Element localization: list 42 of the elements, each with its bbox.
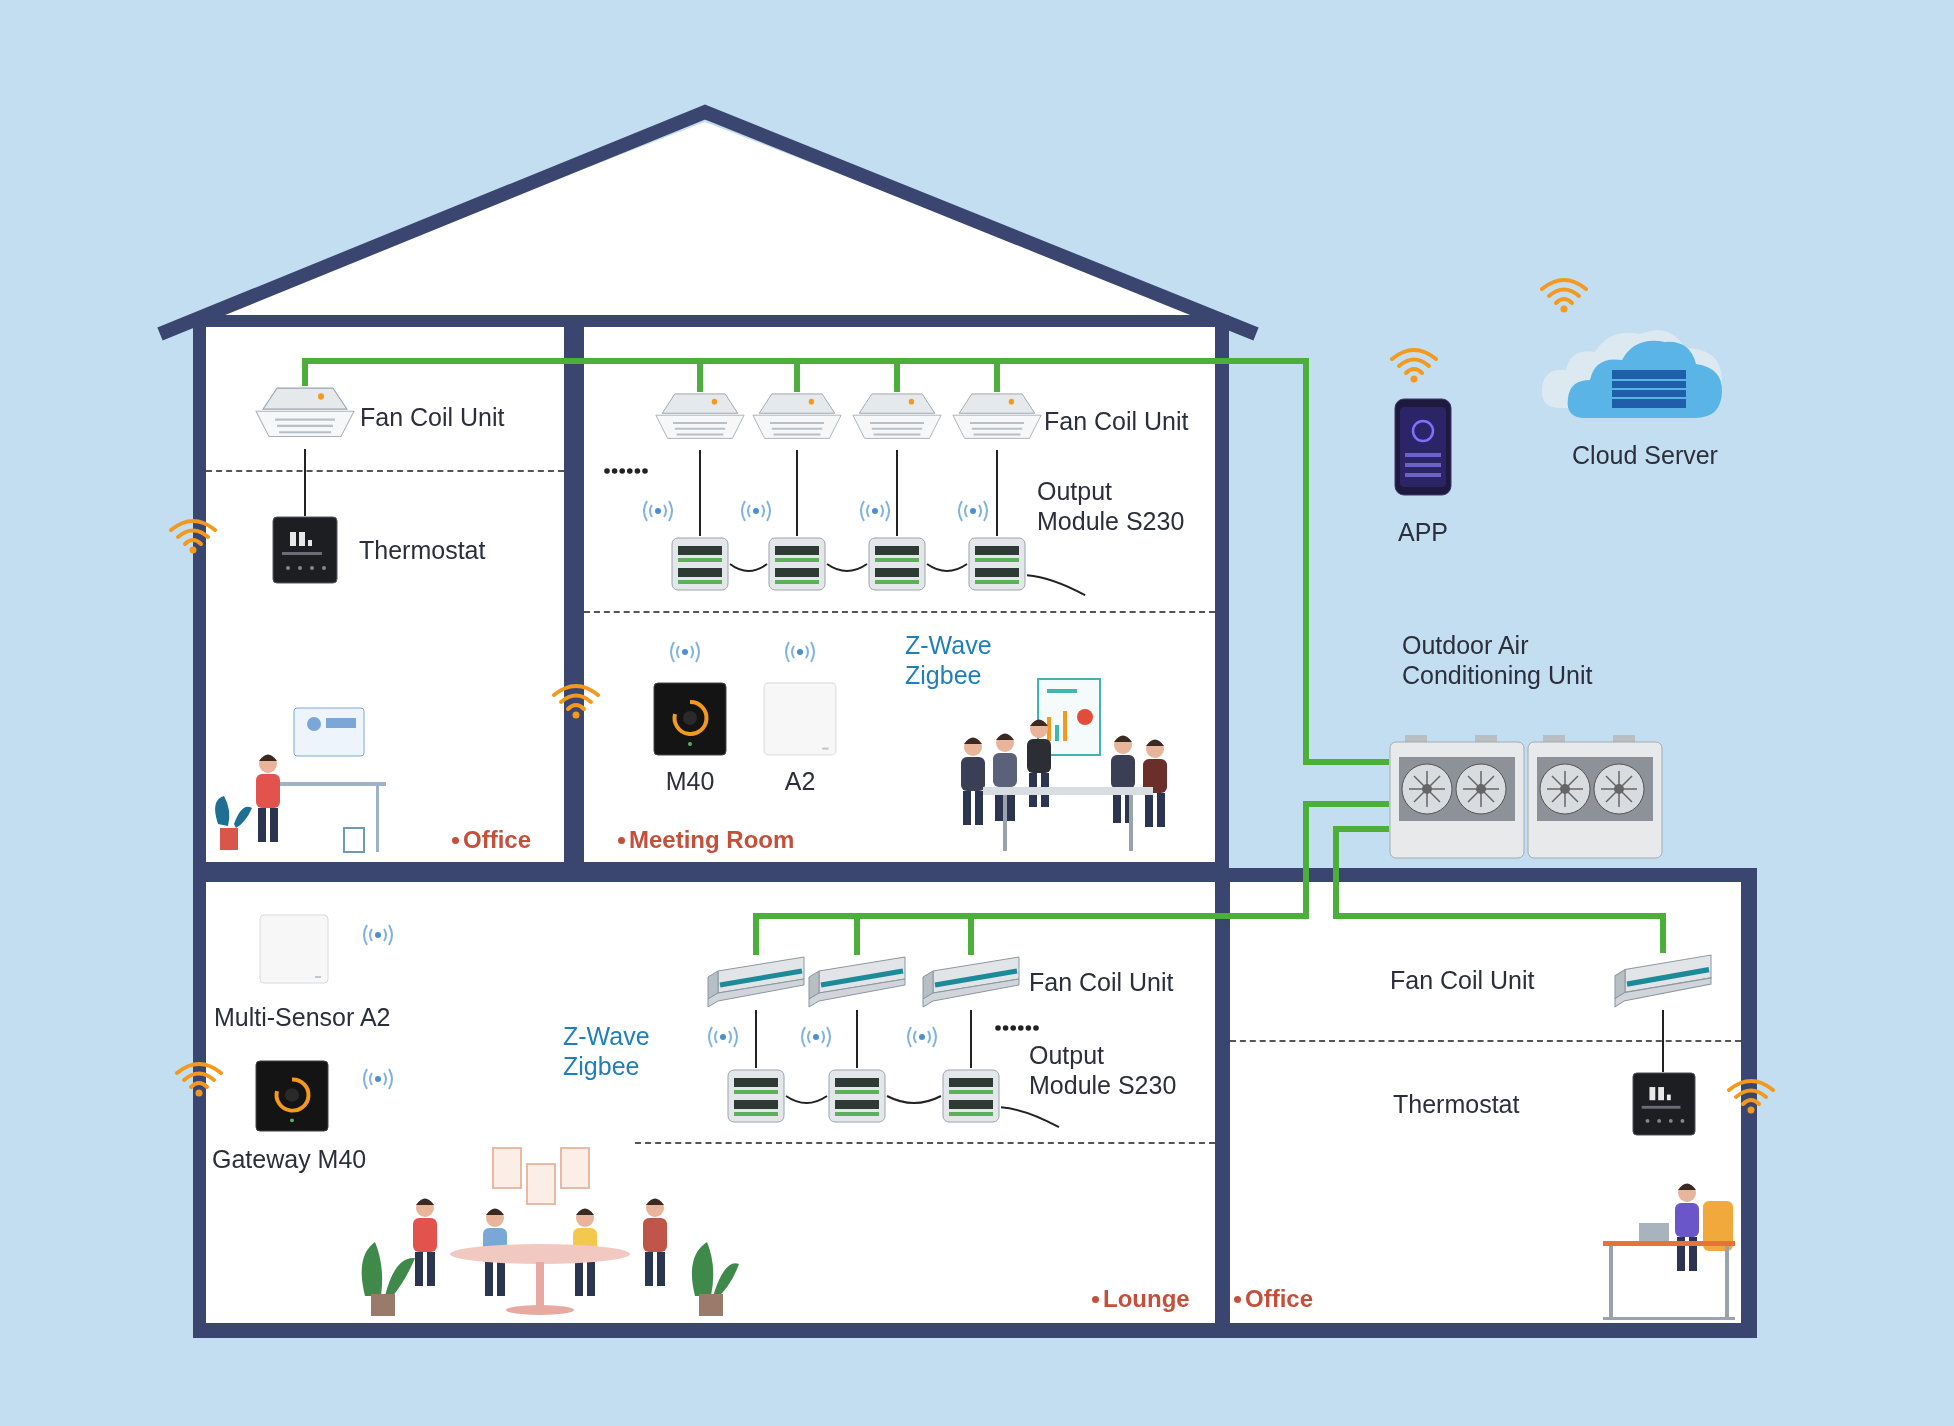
device-label: Fan Coil Unit [360, 402, 506, 432]
wire-line [304, 448, 306, 517]
device-label: Fan Coil Unit [1390, 965, 1536, 995]
room-label: Lounge [1103, 1284, 1190, 1314]
room-area [206, 327, 564, 862]
wire-line [926, 563, 968, 572]
wire-line [729, 563, 768, 572]
wire-line [699, 449, 701, 537]
wire-line [796, 449, 798, 537]
wire-line [785, 1095, 828, 1104]
device-label: Output Module S230 [1037, 476, 1186, 536]
device-label: Output Module S230 [1029, 1040, 1178, 1100]
wire-line [1026, 574, 1086, 597]
device-label: Thermostat [359, 535, 487, 565]
device-label: Thermostat [1393, 1089, 1521, 1119]
room-label: Office [1245, 1284, 1313, 1314]
protocol-label: Z-Wave Zigbee [905, 630, 993, 690]
device-label: Multi-Sensor A2 [214, 1002, 392, 1032]
wire-line [755, 1009, 757, 1069]
room-area [206, 882, 1215, 1323]
room-label: Office [463, 825, 531, 855]
wire-line [856, 1009, 858, 1069]
device-label: APP [1397, 517, 1449, 547]
device-label: Fan Coil Unit [1044, 406, 1190, 436]
room-area [1230, 882, 1741, 1323]
wire-line [1662, 1009, 1664, 1073]
device-label: A2 [783, 766, 817, 796]
room-area [584, 327, 1215, 862]
device-label: M40 [664, 766, 716, 796]
device-label: Outdoor Air Conditioning Unit [1402, 630, 1594, 690]
room-label: Meeting Room [629, 825, 795, 855]
device-label: Fan Coil Unit [1029, 967, 1175, 997]
wire-line [826, 563, 868, 572]
wire-line [896, 449, 898, 537]
device-label: Cloud Server [1571, 440, 1719, 470]
wire-line [1000, 1106, 1060, 1129]
device-label: Gateway M40 [212, 1144, 368, 1174]
wire-line [970, 1009, 972, 1069]
refrigerant-pipe [1333, 826, 1666, 953]
protocol-label: Z-Wave Zigbee [563, 1021, 651, 1081]
wire-line [886, 1095, 942, 1104]
wire-line [996, 449, 998, 537]
